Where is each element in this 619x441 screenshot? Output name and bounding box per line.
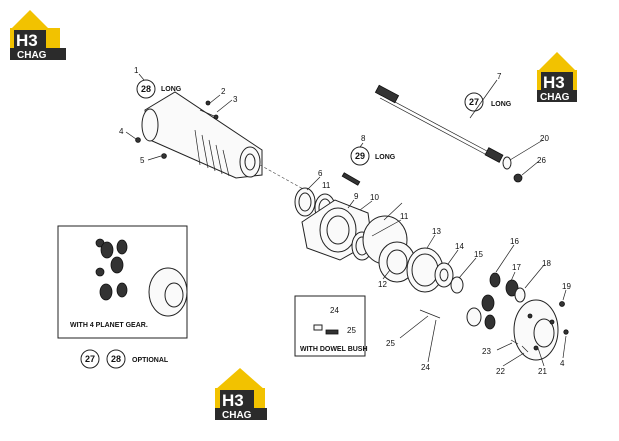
callout-11a: 11: [322, 181, 331, 190]
callout-3: 3: [233, 95, 238, 104]
callout-2: 2: [221, 87, 226, 96]
optional-note: OPTIONAL: [132, 357, 169, 364]
long-note-1: LONG: [161, 86, 182, 93]
leader-lines: [125, 73, 567, 367]
long-note-3: LONG: [375, 154, 396, 161]
callout-12: 12: [378, 280, 387, 289]
logo-brand: CHAG: [540, 92, 570, 103]
pin-8: [341, 172, 361, 186]
axle-housing: [141, 91, 306, 191]
logo-bottom: H3 CHAG: [215, 368, 267, 421]
callout-26: 26: [537, 156, 546, 165]
svg-text:28: 28: [141, 84, 151, 94]
planet-carrier-21: [513, 299, 559, 361]
planet-gear-inset: WITH 4 PLANET GEAR.: [57, 225, 188, 339]
callout-4b: 4: [560, 359, 565, 368]
screw-23: [510, 339, 519, 345]
circled-27-optional: [80, 349, 100, 369]
washer-20: [502, 156, 512, 170]
callout-24: 24: [421, 363, 430, 372]
nut-26: [513, 173, 523, 183]
callout-8: 8: [361, 134, 366, 143]
callout-7: 7: [497, 72, 502, 81]
nut-4b: [563, 329, 569, 335]
svg-text:28: 28: [111, 354, 121, 364]
bolt-3: [205, 100, 211, 106]
callout-13: 13: [432, 227, 441, 236]
logo-roof-icon: [10, 10, 50, 30]
svg-text:27: 27: [469, 97, 479, 107]
sun-gear-15: [450, 276, 464, 294]
logo-letters: H3: [222, 391, 244, 410]
callout-16: 16: [510, 237, 519, 246]
callout-10: 10: [370, 193, 379, 202]
callout-20: 20: [540, 134, 549, 143]
callout-25: 25: [386, 339, 395, 348]
dowel-bush-note: WITH DOWEL BUSH: [300, 346, 368, 353]
nut-4: [135, 137, 141, 143]
callout-9: 9: [354, 192, 359, 201]
wheel-hub-12: [362, 215, 416, 283]
callout-19: 19: [562, 282, 571, 291]
logo-roof-icon: [537, 52, 577, 72]
circled-28-long: [136, 79, 156, 99]
bolt-2: [199, 109, 215, 117]
callout-24-inset: 24: [330, 306, 339, 315]
callout-4: 4: [119, 127, 124, 136]
logo-brand: CHAG: [17, 50, 47, 61]
callout-14: 14: [455, 242, 464, 251]
callout-1: 1: [134, 66, 139, 75]
callout-11b: 11: [400, 212, 409, 221]
callout-15: 15: [474, 250, 483, 259]
plug-22: [521, 345, 529, 353]
long-note-2: LONG: [491, 101, 512, 108]
callout-23: 23: [482, 347, 491, 356]
logo-roof-icon: [215, 368, 265, 390]
planet-gear-note: WITH 4 PLANET GEAR.: [70, 322, 148, 329]
logo-brand: CHAG: [222, 410, 252, 421]
logo-letters: H3: [543, 73, 565, 92]
planet-gears: [466, 272, 526, 330]
callout-22: 22: [496, 367, 505, 376]
axle-shaft: [374, 84, 504, 163]
thrust-washer-14: [434, 262, 454, 288]
callout-21: 21: [538, 367, 547, 376]
callout-25-inset: 25: [347, 326, 356, 335]
callout-5: 5: [140, 156, 145, 165]
circled-28-optional: [106, 349, 126, 369]
nut-5: [161, 153, 167, 159]
callout-18: 18: [542, 259, 551, 268]
logo-top-left: H3 CHAG: [10, 10, 66, 61]
dowel-pin: [419, 309, 441, 319]
dowel-bush-inset: WITH DOWEL BUSH: [294, 295, 368, 357]
logo-top-right: H3 CHAG: [537, 52, 577, 103]
svg-text:29: 29: [355, 151, 365, 161]
callout-6: 6: [318, 169, 323, 178]
logo-letters: H3: [16, 31, 38, 50]
callout-17: 17: [512, 263, 521, 272]
bolt-19: [559, 301, 565, 307]
svg-text:27: 27: [85, 354, 95, 364]
